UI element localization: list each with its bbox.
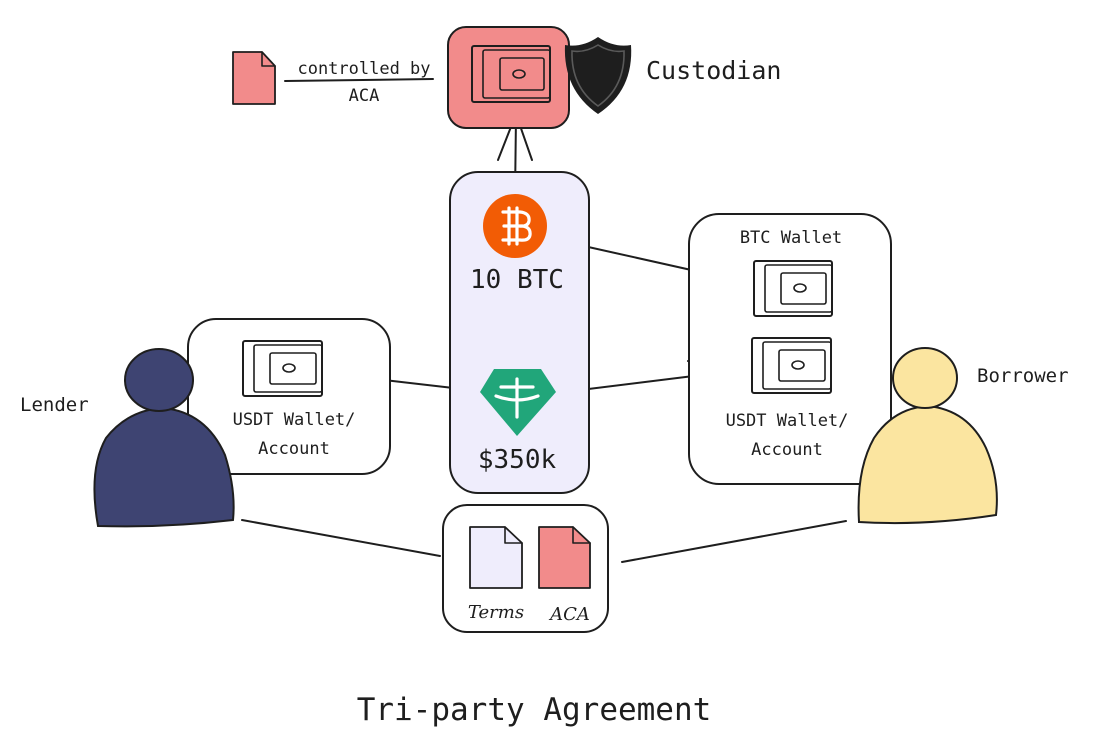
aca-label: ACA [548, 604, 590, 625]
diagram-title: Tri-party Agreement [357, 692, 712, 728]
borrower-usdt-wallet-icon [751, 337, 832, 394]
aca-document-fold [261, 51, 276, 67]
agreement-documents: Terms ACA [442, 504, 609, 633]
custodian-wallet-icon [471, 45, 551, 103]
connector-lender-to-agreement [241, 519, 441, 557]
aca-document-icon [232, 51, 276, 105]
connector-controlled-by [284, 78, 434, 82]
borrower-usdt-wallet-label-line1: USDT Wallet/ [726, 411, 849, 431]
borrower-label: Borrower [977, 365, 1069, 387]
btc-wallet-label: BTC Wallet [740, 228, 842, 248]
controlled-by-label: controlled by [297, 59, 430, 79]
borrower-usdt-wallet-label-line2: Account [751, 440, 823, 460]
custodian: Custodian [447, 26, 781, 129]
lender-wallet-label-line1: USDT Wallet/ [233, 410, 356, 430]
escrow-box [449, 171, 590, 494]
custodian-label: Custodian [646, 56, 781, 85]
controlled-by-aca-label: ACA [349, 86, 380, 106]
lender-wallet-label-line2: Account [258, 439, 330, 459]
shield-icon-inner [571, 44, 625, 107]
controlled-by-note: controlled by ACA [232, 51, 431, 106]
aca-agreement-document-icon [538, 526, 591, 589]
borrower-person-icon [857, 347, 998, 525]
borrower: Borrower [857, 347, 1069, 525]
lender: Lender [20, 348, 235, 528]
escrow-column: 10 BTC $350k [449, 171, 590, 494]
terms-label: Terms [468, 602, 524, 623]
usdt-amount-label: $350k [478, 445, 557, 475]
tether-icon [480, 369, 556, 436]
borrower-wallets: BTC Wallet USDT Wallet/ Account [688, 213, 892, 485]
terms-document-icon [469, 526, 523, 589]
shield-icon [564, 37, 632, 114]
lender-label: Lender [20, 394, 89, 416]
borrower-wallet-box [688, 213, 892, 485]
lender-wallet: USDT Wallet/ Account [187, 318, 391, 475]
lender-wallet-icon [242, 340, 323, 397]
btc-wallet-icon [753, 260, 833, 317]
bitcoin-icon [483, 194, 547, 258]
lender-person-icon [93, 348, 235, 528]
connector-agreement-to-borrower [621, 520, 847, 563]
btc-amount-label: 10 BTC [470, 265, 564, 295]
